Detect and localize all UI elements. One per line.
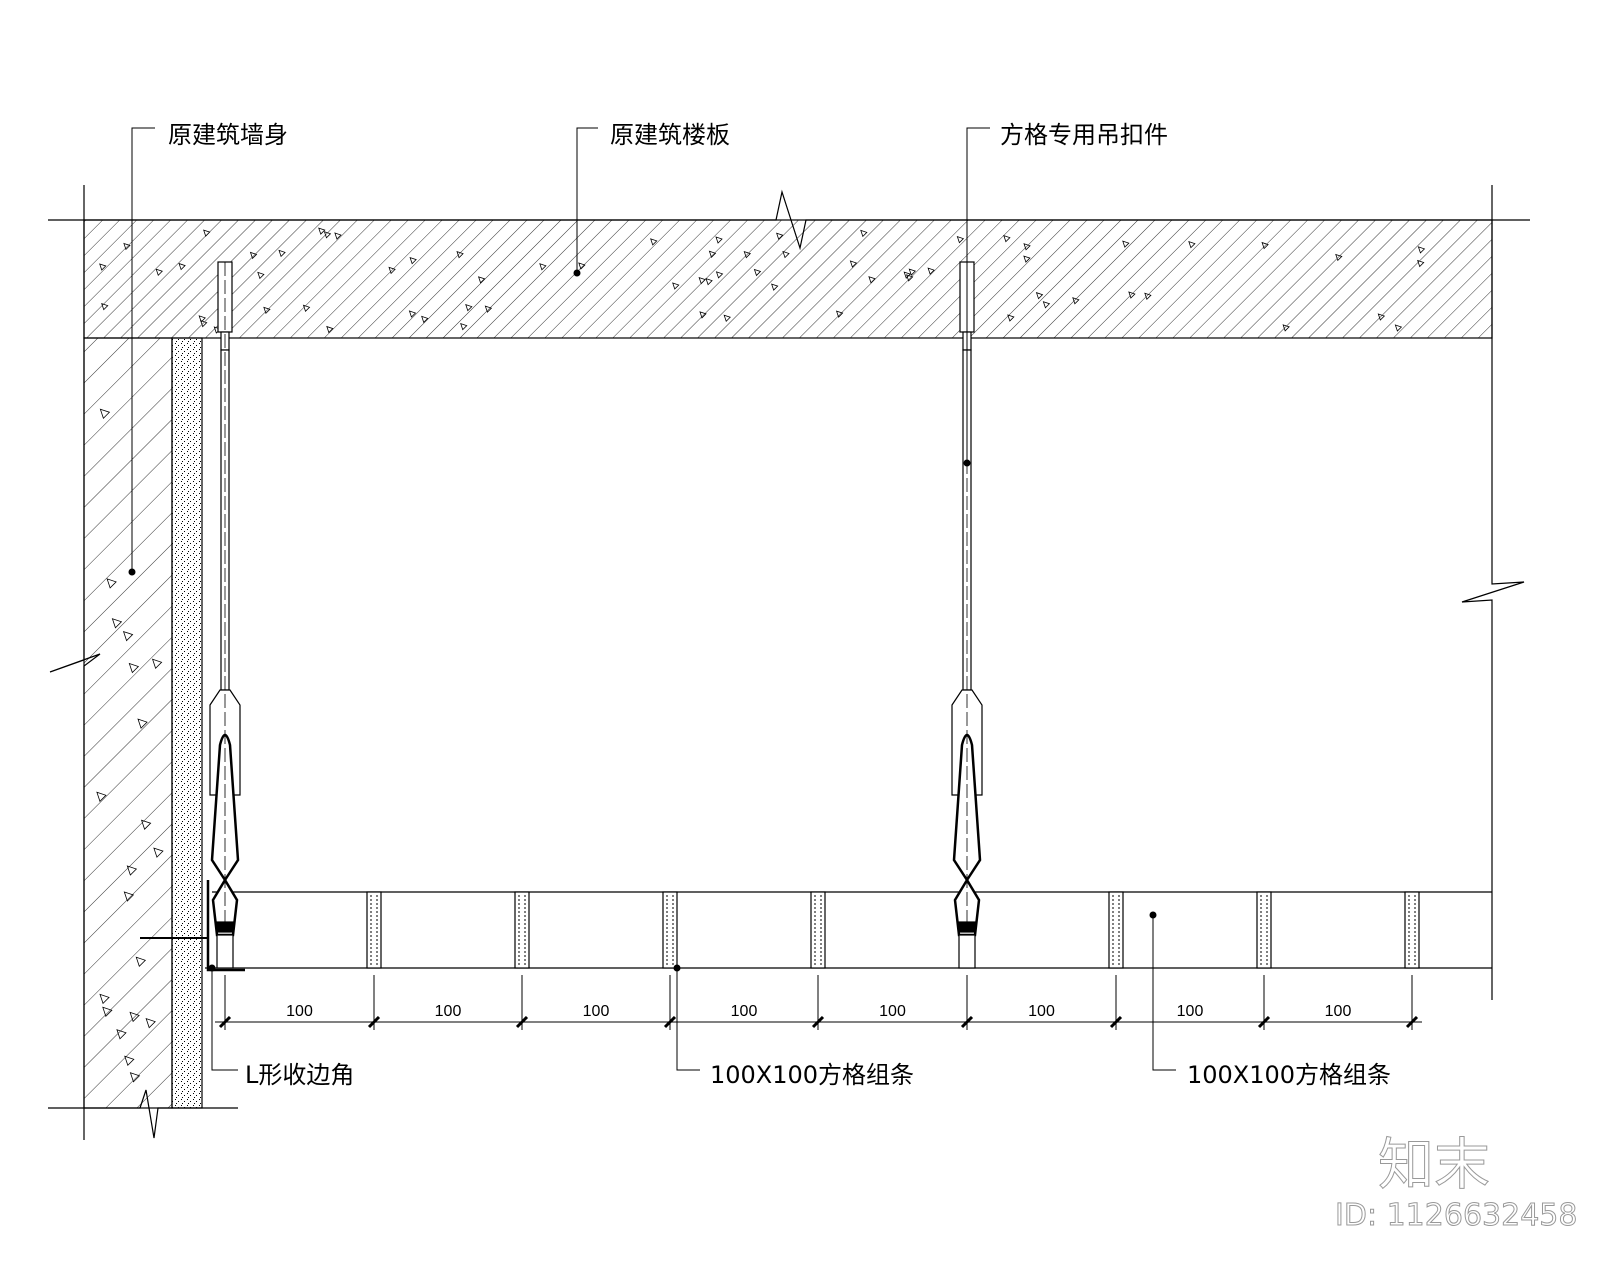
grid-strip xyxy=(514,891,530,969)
dimension-line xyxy=(215,975,1422,1030)
label-hanger: 方格专用吊扣件 xyxy=(1000,121,1168,149)
dimension-label: 100 xyxy=(879,1003,906,1020)
dimension-label: 100 xyxy=(582,1003,610,1020)
wall xyxy=(83,337,173,1109)
break-lines xyxy=(48,185,1530,1140)
label-grid-strip: 100X100方格组条 xyxy=(1187,1061,1392,1089)
watermark-id: ID: 1126632458 xyxy=(1334,1198,1578,1234)
grid-strip xyxy=(1256,891,1272,969)
hangers xyxy=(209,261,983,969)
grid-strip xyxy=(1404,891,1420,969)
dimension-label: 100 xyxy=(730,1003,758,1020)
label-edge-angle: L形收边角 xyxy=(245,1061,355,1089)
dimension-label: 100 xyxy=(434,1003,462,1020)
watermark-logo: 知末 xyxy=(1378,1133,1491,1199)
grid-strip xyxy=(1108,891,1124,969)
label-slab: 原建筑楼板 xyxy=(610,121,730,149)
grid-strips xyxy=(366,891,1420,969)
concrete-aggregate xyxy=(96,227,1426,1083)
floor-slab xyxy=(83,219,1493,339)
label-wall: 原建筑墙身 xyxy=(168,121,288,149)
ceiling-grid xyxy=(140,880,1492,972)
dimension-label: 100 xyxy=(1176,1003,1204,1020)
wall-finish-layer xyxy=(171,337,203,1109)
dimension-label: 100 xyxy=(1324,1003,1352,1020)
grid-strip xyxy=(810,891,826,969)
dimension-label: 100 xyxy=(1028,1003,1055,1020)
grid-strip xyxy=(366,891,382,969)
leader-lines xyxy=(128,127,1176,1071)
grid-strip xyxy=(662,891,678,969)
hanger-clip xyxy=(209,261,241,969)
dimension-label: 100 xyxy=(286,1003,313,1020)
label-grid-strip: 100X100方格组条 xyxy=(710,1061,915,1089)
